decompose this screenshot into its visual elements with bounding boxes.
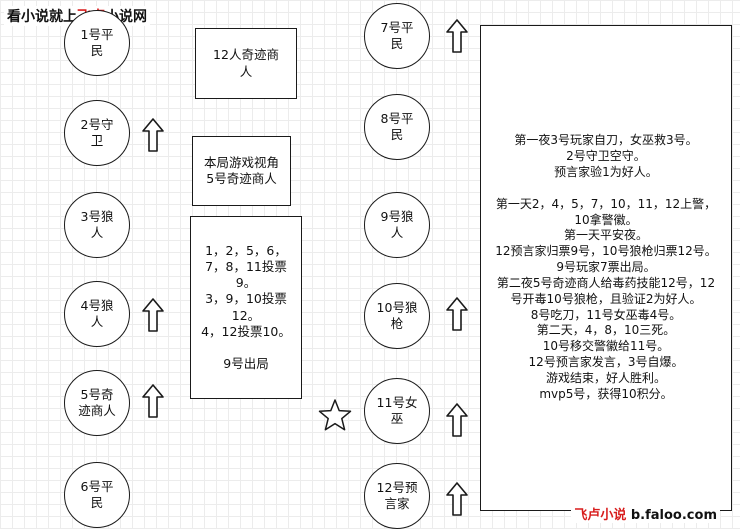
watermark-domain: b.faloo.com — [630, 508, 717, 523]
player-1-node: 1号平民 — [64, 10, 130, 76]
player-7-node: 7号平民 — [364, 3, 430, 69]
player-10-node: 10号狼枪 — [364, 283, 430, 349]
merchant-count-box: 12人奇迹商人 — [195, 28, 297, 99]
site-watermark-bottom: 飞卢小说 b.faloo.com — [571, 504, 720, 523]
player-6-node: 6号平民 — [64, 462, 130, 528]
player-8-node: 8号平民 — [364, 94, 430, 160]
player-3-node: 3号狼人 — [64, 192, 130, 258]
watermark-text-before: 看小说就上 — [7, 9, 77, 25]
player-12-node: 12号预言家 — [364, 463, 430, 529]
player-9-node: 9号狼人 — [364, 192, 430, 258]
up-arrow-icon — [142, 384, 164, 418]
vote-box: 1，2，5，6， 7，8，11投票 9。 3，9，10投票 12。 4，12投票… — [190, 216, 302, 399]
game-summary-box: 第一夜3号玩家自刀，女巫救3号。 2号守卫空守。 预言家验1为好人。 第一天2，… — [480, 25, 732, 511]
player-2-node: 2号守卫 — [64, 100, 130, 166]
up-arrow-icon — [142, 118, 164, 152]
up-arrow-icon — [446, 19, 468, 53]
player-4-node: 4号狼人 — [64, 281, 130, 347]
star-icon — [318, 399, 352, 431]
player-11-node: 11号女巫 — [364, 378, 430, 444]
player-5-node: 5号奇迹商人 — [64, 370, 130, 436]
up-arrow-icon — [142, 298, 164, 332]
up-arrow-icon — [446, 403, 468, 437]
up-arrow-icon — [446, 297, 468, 331]
up-arrow-icon — [446, 482, 468, 516]
watermark-brand-bottom: 飞卢小说 — [574, 508, 627, 523]
perspective-box: 本局游戏视角 5号奇迹商人 — [192, 136, 291, 206]
